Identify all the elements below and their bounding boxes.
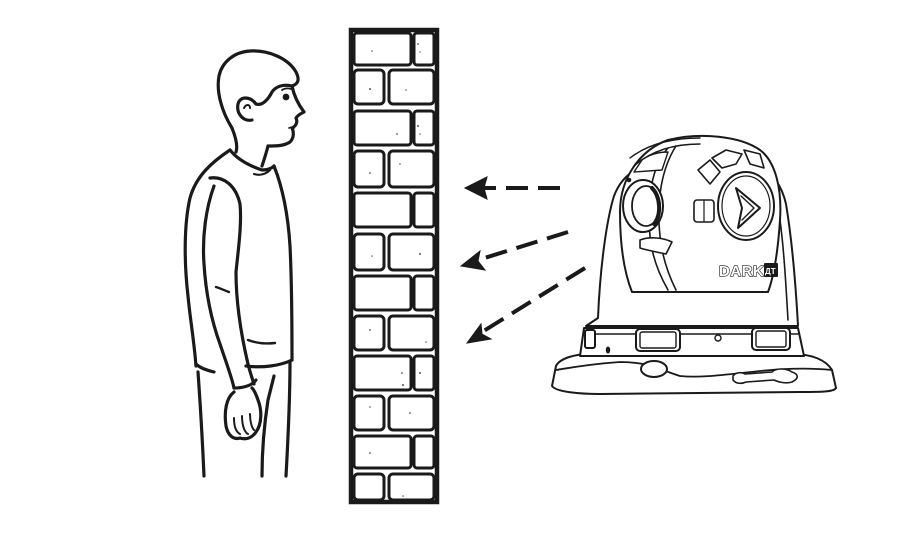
brand-badge-box (764, 263, 778, 277)
signal-arrows (459, 176, 587, 344)
brick-wall (348, 27, 440, 505)
arrow-top-icon (463, 176, 560, 200)
thermal-camera (551, 134, 837, 395)
arrow-bottom-icon (465, 266, 587, 344)
person-figure (183, 49, 306, 478)
brand-badge-text: ДТ (765, 267, 776, 276)
camera-brand-logo: DARK ДТ (718, 262, 778, 281)
brand-text: DARK (719, 263, 764, 280)
arrow-middle-icon (459, 230, 569, 271)
